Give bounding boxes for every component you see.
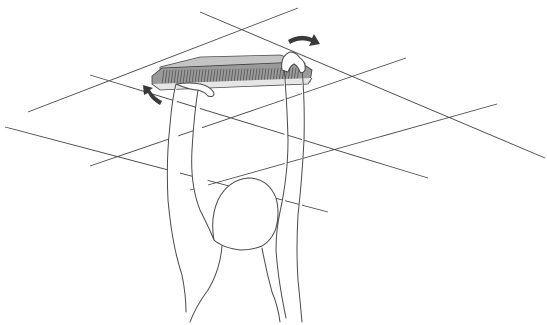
access-point-device bbox=[151, 54, 313, 91]
vent-slat bbox=[188, 69, 192, 84]
vent-slat bbox=[245, 68, 249, 83]
vent-slat bbox=[257, 68, 261, 83]
vent-slat bbox=[227, 68, 231, 83]
ceiling-line-1 bbox=[27, 7, 299, 113]
vent-slat bbox=[254, 68, 258, 83]
vent-slat bbox=[167, 69, 171, 84]
vent-slat bbox=[185, 69, 189, 84]
vent-slat bbox=[197, 69, 201, 84]
ceiling-line-2 bbox=[199, 11, 546, 159]
vent-slat bbox=[233, 68, 237, 83]
rotate-clockwise-arrow bbox=[288, 34, 320, 46]
vent-slat bbox=[176, 69, 180, 84]
vent-slat bbox=[266, 68, 270, 82]
vent-slat bbox=[170, 69, 174, 84]
vent-slat bbox=[179, 69, 183, 84]
vent-slat bbox=[239, 68, 243, 83]
shoulders bbox=[189, 245, 281, 323]
vent-slat bbox=[221, 68, 225, 83]
vent-slat bbox=[212, 69, 216, 84]
curved-arrow-icon bbox=[143, 85, 162, 105]
vent-slat bbox=[215, 69, 219, 83]
ceiling-line-5 bbox=[89, 57, 407, 167]
vent-slat bbox=[230, 68, 234, 83]
vent-slat bbox=[182, 69, 186, 84]
vent-slat bbox=[251, 68, 255, 83]
vent-slat bbox=[164, 69, 168, 84]
vent-slat bbox=[224, 68, 228, 83]
right-hand bbox=[281, 51, 306, 74]
vent-slat bbox=[200, 69, 204, 84]
vent-slat bbox=[242, 68, 246, 83]
vent-slat bbox=[263, 68, 267, 83]
ceiling-grid bbox=[4, 7, 546, 213]
vent-slat bbox=[218, 68, 222, 83]
vent-slat bbox=[209, 69, 213, 84]
vent-slat bbox=[236, 68, 240, 83]
vent-slat bbox=[248, 68, 252, 83]
rotate-counterclockwise-arrow bbox=[143, 85, 162, 105]
vent-slat bbox=[173, 69, 177, 84]
head bbox=[212, 177, 279, 251]
right-arm bbox=[275, 67, 305, 323]
vent-slat bbox=[194, 69, 198, 84]
vent-slat bbox=[161, 69, 165, 85]
left-hand bbox=[175, 82, 215, 98]
ceiling-line-6 bbox=[189, 103, 498, 191]
person-figure bbox=[166, 51, 306, 323]
vent-slat bbox=[203, 69, 207, 84]
curved-arrow-clockwise-icon bbox=[288, 34, 320, 46]
vent-slat bbox=[260, 68, 264, 83]
vent-slat bbox=[191, 69, 195, 84]
vent-slat bbox=[206, 69, 210, 84]
left-arm bbox=[166, 83, 215, 313]
